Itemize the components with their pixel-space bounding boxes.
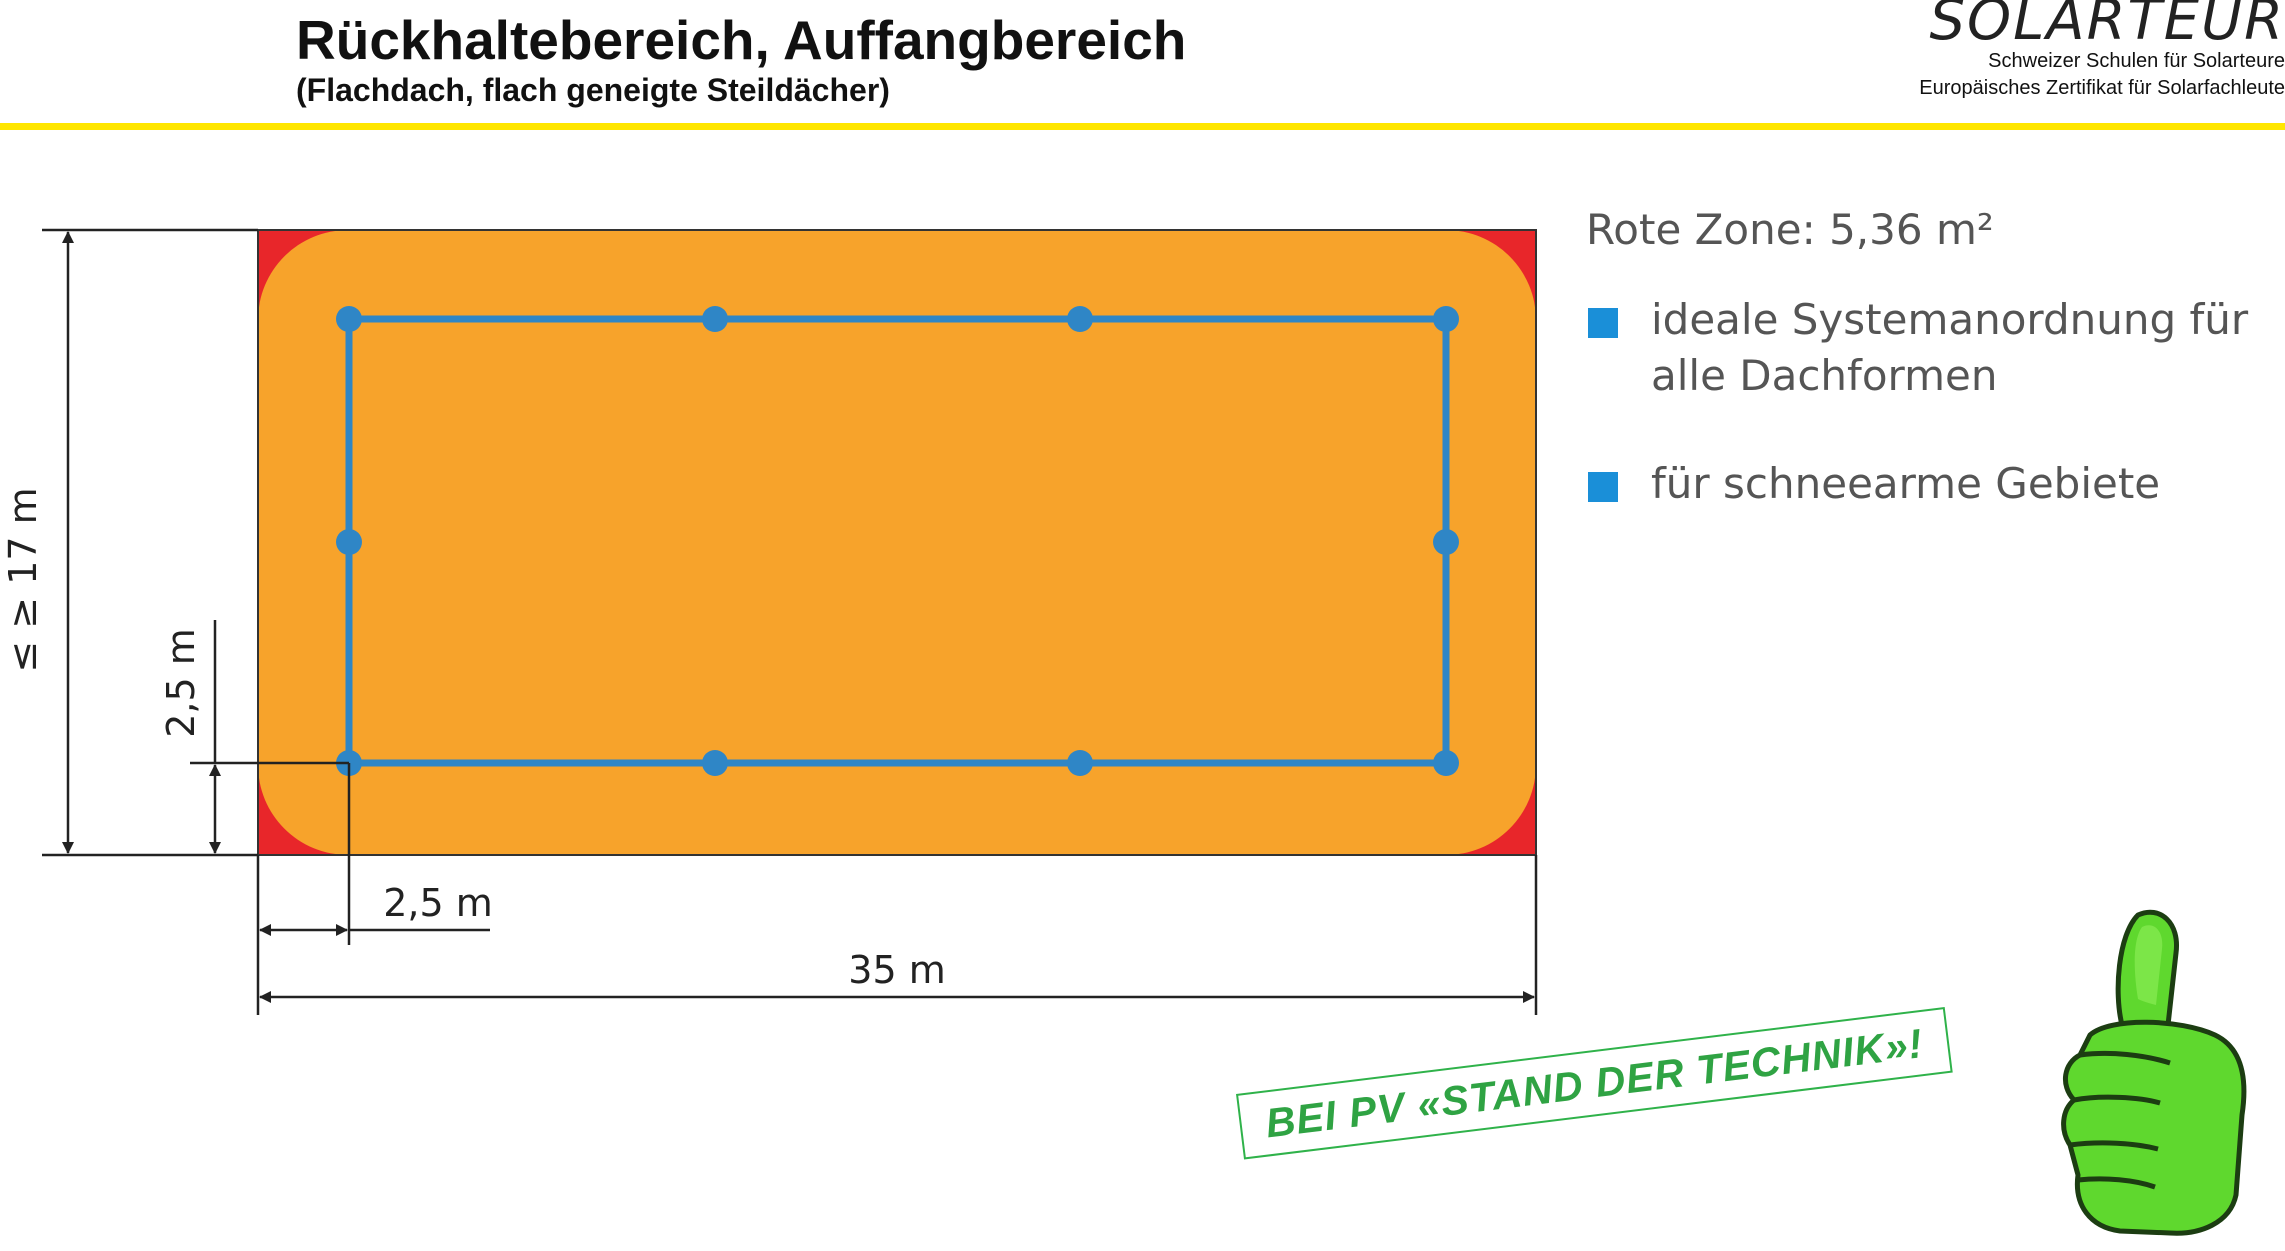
logo-wordmark: SOLARTEUR — [1929, 0, 2285, 53]
bullet-text: ideale Systemanordnung für alle Dachform… — [1651, 295, 2249, 400]
bullet-square-icon — [1588, 472, 1618, 502]
thumbs-up-icon — [2061, 909, 2247, 1236]
edge-distance-vertical-label: 2,5 m — [159, 628, 203, 738]
red-zone-area: Rote Zone: 5,36 m² — [1586, 205, 1994, 254]
anchor-point — [336, 529, 362, 555]
bullet-square-icon — [1588, 308, 1618, 338]
header-divider — [0, 123, 2285, 130]
edge-distance-horizontal-label: 2,5 m — [383, 881, 493, 925]
roof-outline — [257, 229, 1537, 856]
bullet-text: für schneearme Gebiete — [1651, 459, 2161, 508]
anchor-point — [336, 306, 362, 332]
anchor-point — [1067, 750, 1093, 776]
info-panel: Rote Zone: 5,36 m² ideale Systemanordnun… — [1586, 205, 2285, 564]
height-label: ≤ ≥ 17 m — [1, 487, 45, 672]
bullet-item: für schneearme Gebiete — [1586, 456, 2285, 512]
anchor-points — [336, 306, 1459, 776]
width-label: 35 m — [848, 948, 945, 992]
anchor-point — [1067, 306, 1093, 332]
page-subtitle: (Flachdach, flach geneigte Steildächer) — [296, 72, 890, 108]
anchor-point — [702, 306, 728, 332]
solarteur-logo: SOLARTEUR Schweizer Schulen für Solarteu… — [1865, 0, 2285, 102]
anchor-point — [1433, 529, 1459, 555]
anchor-point — [1433, 750, 1459, 776]
page-title: Rückhaltebereich, Auffangbereich — [296, 9, 1187, 71]
retention-area — [258, 230, 1536, 855]
anchor-point — [702, 750, 728, 776]
logo-tagline-1: Schweizer Schulen für Solarteure — [1988, 50, 2285, 72]
bullet-item: ideale Systemanordnung für alle Dachform… — [1586, 292, 2285, 404]
logo-tagline-2: Europäisches Zertifikat für Solarfachleu… — [1919, 77, 2285, 99]
anchor-point — [1433, 306, 1459, 332]
roof-diagram: ≤ ≥ 17 m 2,5 m 2,5 m 35 m — [1, 228, 1538, 1015]
